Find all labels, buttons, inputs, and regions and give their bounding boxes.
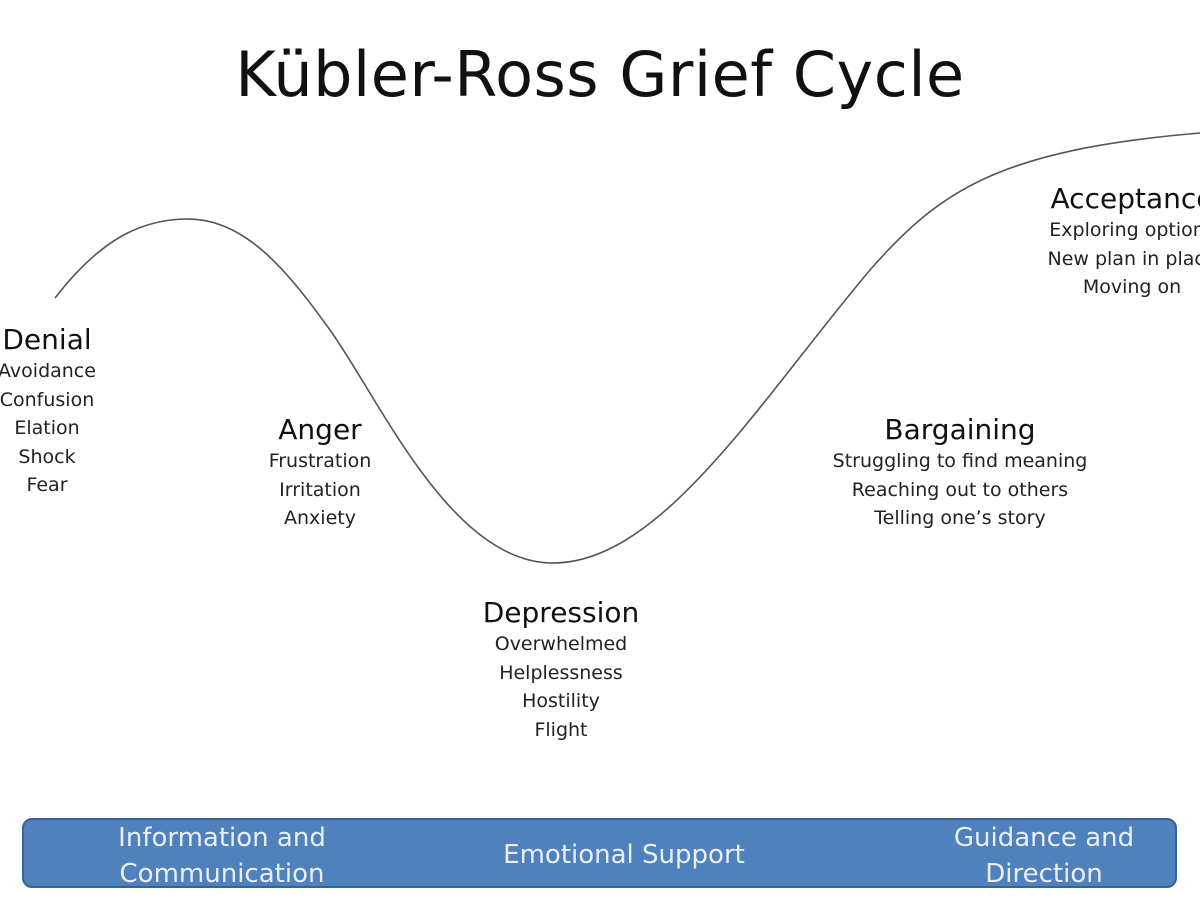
stage-item: Fear (26, 474, 68, 496)
stage-anger: Anger Frustration Irritation Anxiety (230, 413, 410, 533)
stage-item: Anxiety (284, 507, 356, 529)
stage-bargaining: Bargaining Struggling to find meaning Re… (800, 413, 1120, 533)
grief-curve-line (54, 132, 1200, 564)
band-label-guidance: Guidance and Direction (953, 823, 1135, 889)
stage-heading: Anger (278, 413, 362, 446)
stage-item: New plan in place (1047, 247, 1200, 270)
stage-item: Struggling to find meaning (832, 450, 1088, 472)
stage-item: Exploring options (1049, 219, 1200, 241)
page-title: Kübler-Ross Grief Cycle (235, 38, 965, 111)
band-label-information: Information and Communication (118, 823, 326, 889)
stage-item: Elation (14, 417, 80, 439)
stage-item: Reaching out to others (851, 478, 1069, 501)
stage-item: Confusion (0, 388, 95, 411)
stage-item: Helplessness (499, 661, 623, 684)
stage-denial: Denial Avoidance Confusion Elation Shock… (0, 323, 132, 500)
stage-heading: Depression (482, 596, 640, 629)
stage-item: Moving on (1082, 276, 1182, 298)
support-band: Information and Communication Emotional … (22, 818, 1177, 889)
stage-heading: Denial (2, 323, 92, 356)
stage-item: Shock (18, 445, 76, 468)
stage-item: Frustration (268, 450, 372, 472)
stage-item: Avoidance (0, 360, 96, 382)
stage-heading: Bargaining (884, 413, 1036, 446)
stage-item: Flight (534, 718, 588, 741)
stage-heading: Acceptance (1050, 182, 1200, 215)
band-label-emotional-support: Emotional Support (503, 840, 745, 870)
stage-item: Overwhelmed (494, 633, 628, 655)
stage-item: Telling one’s story (874, 507, 1046, 529)
stage-acceptance: Acceptance Exploring options New plan in… (1032, 182, 1200, 302)
stage-item: Irritation (279, 478, 361, 501)
stage-depression: Depression Overwhelmed Helplessness Host… (451, 596, 671, 744)
stage-item: Hostility (522, 690, 600, 712)
